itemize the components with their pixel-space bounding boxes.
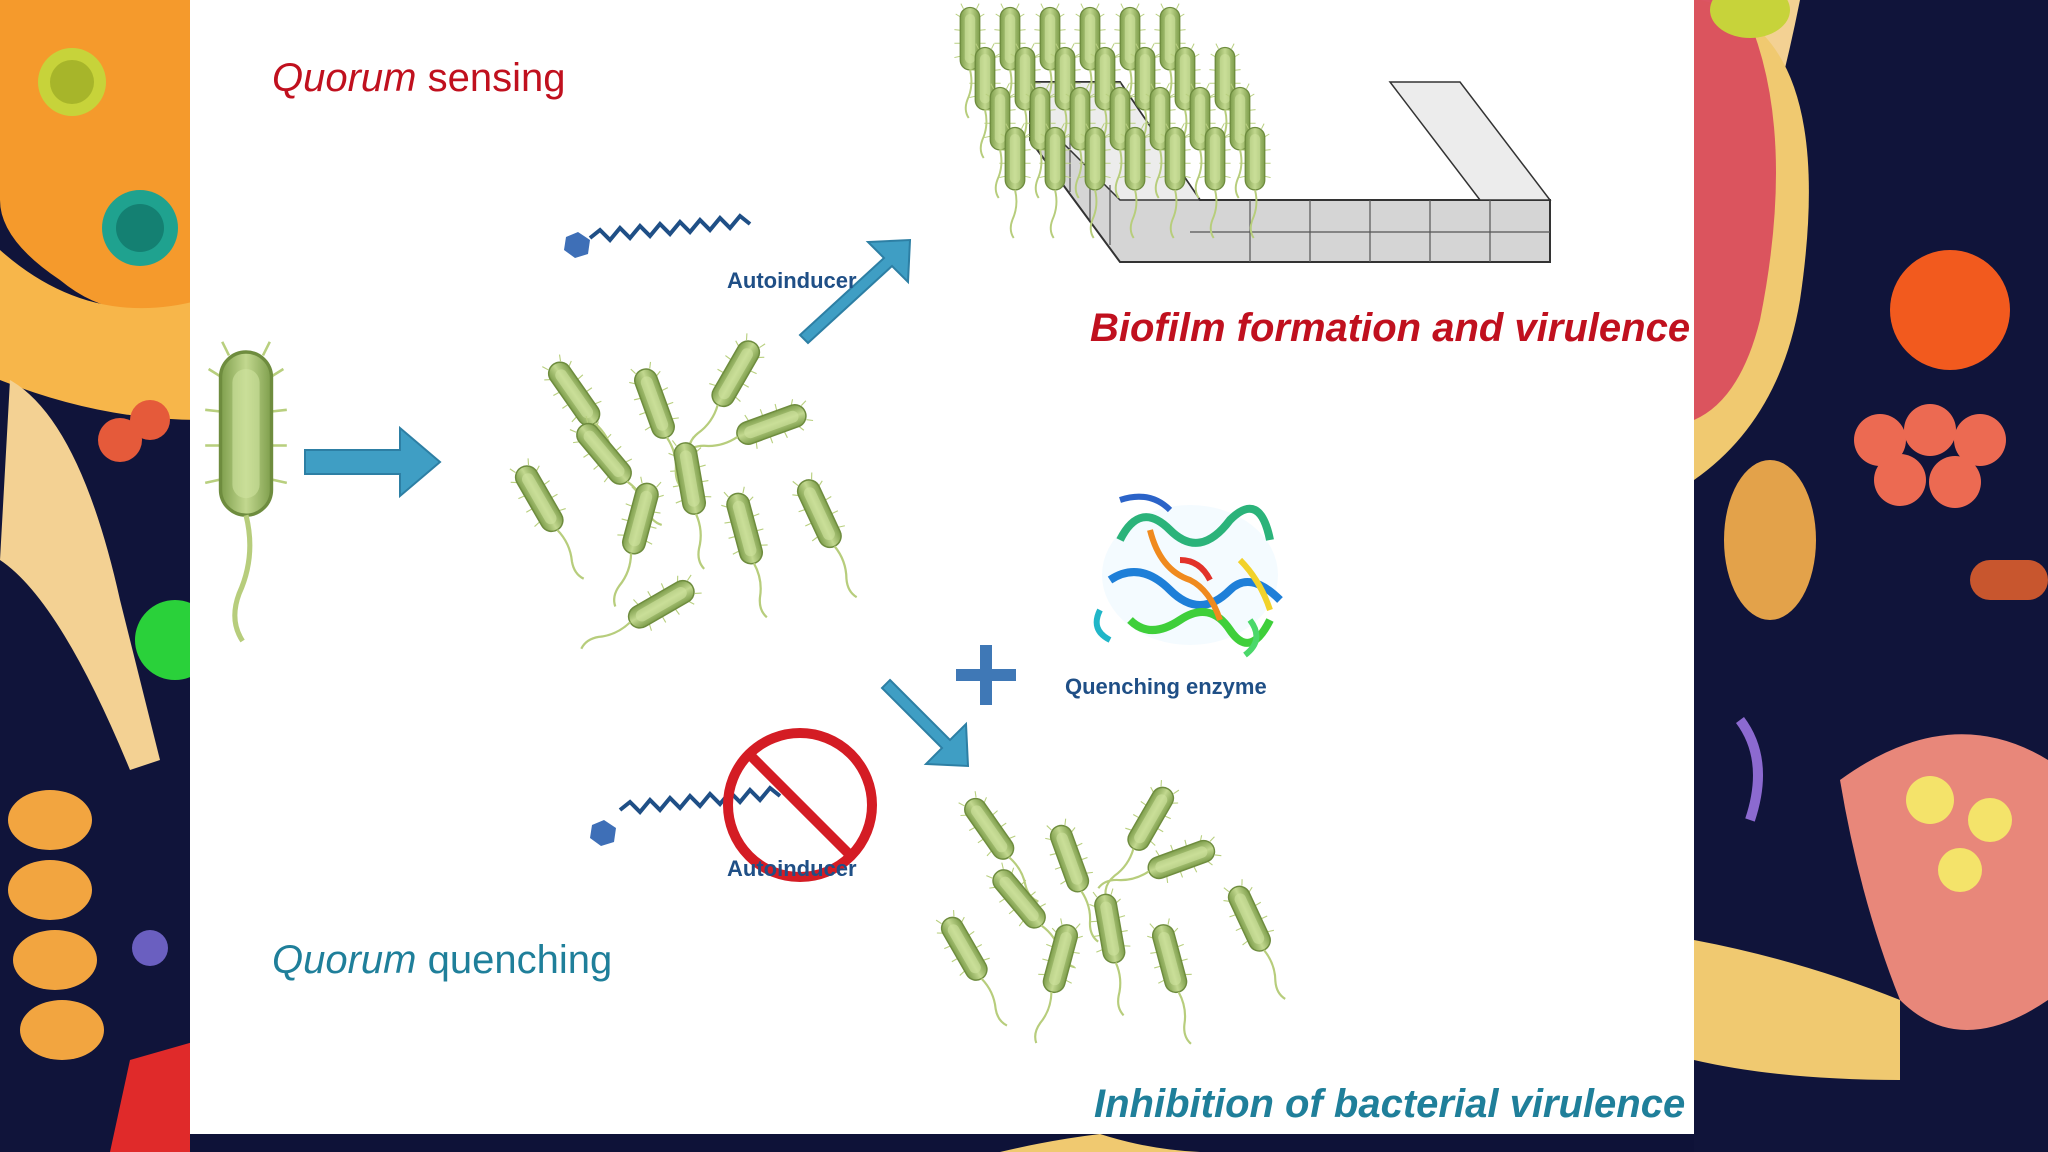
- bacterium-icon: [1084, 886, 1144, 1020]
- quenching-enzyme-icon: [1093, 493, 1283, 658]
- sensing-title-italic: Quorum: [272, 56, 417, 100]
- bacterium-icon: [502, 453, 602, 589]
- bacterium-icon: [598, 473, 670, 613]
- blocked-autoinducer-label: Autoinducer: [727, 856, 857, 881]
- quenching-title-italic: Quorum: [272, 938, 417, 982]
- bacterium-icon: [1091, 828, 1225, 907]
- bacteria-colony: [502, 328, 876, 667]
- bacterium-icon: [1019, 915, 1089, 1050]
- bacterium-icon: [1216, 875, 1304, 1007]
- diagram-artwork: [190, 2, 1552, 1050]
- biofilm-outcome-label: Biofilm formation and virulence: [1090, 306, 1691, 350]
- bacterium-icon: [784, 468, 876, 606]
- bacterium-icon: [205, 342, 287, 641]
- quenching-title-rest: quenching: [416, 938, 613, 982]
- autoinducer-label: Autoinducer: [727, 268, 857, 293]
- bacterium-icon: [715, 483, 787, 623]
- bacterium-icon: [663, 434, 725, 573]
- quenching-title: Quorum quenching: [272, 938, 612, 983]
- plus-icon: [956, 645, 1016, 705]
- bacterium-icon: [535, 349, 643, 481]
- bacterium-icon: [571, 567, 707, 667]
- sensing-title: Quorum sensing: [272, 56, 565, 101]
- bacteria-colony-inhibited: [928, 775, 1304, 1050]
- arrow-icon: [880, 678, 970, 768]
- bacterium-icon: [1141, 915, 1211, 1050]
- enzyme-label: Quenching enzyme: [1065, 674, 1267, 699]
- bacterium-icon: [1090, 775, 1187, 905]
- arrow-icon: [798, 238, 912, 345]
- sensing-title-rest: sensing: [416, 56, 566, 100]
- arrow-icon: [304, 425, 442, 499]
- inhibition-outcome-label: Inhibition of bacterial virulence: [1094, 1082, 1686, 1126]
- diagram-panel: Quorum sensing Autoinducer Biofilm forma…: [190, 0, 1694, 1134]
- blocked-autoinducer: [590, 785, 782, 846]
- prohibition-icon: [723, 728, 877, 882]
- bacterium-icon: [928, 905, 1025, 1035]
- autoinducer-molecule-icon: [564, 213, 752, 258]
